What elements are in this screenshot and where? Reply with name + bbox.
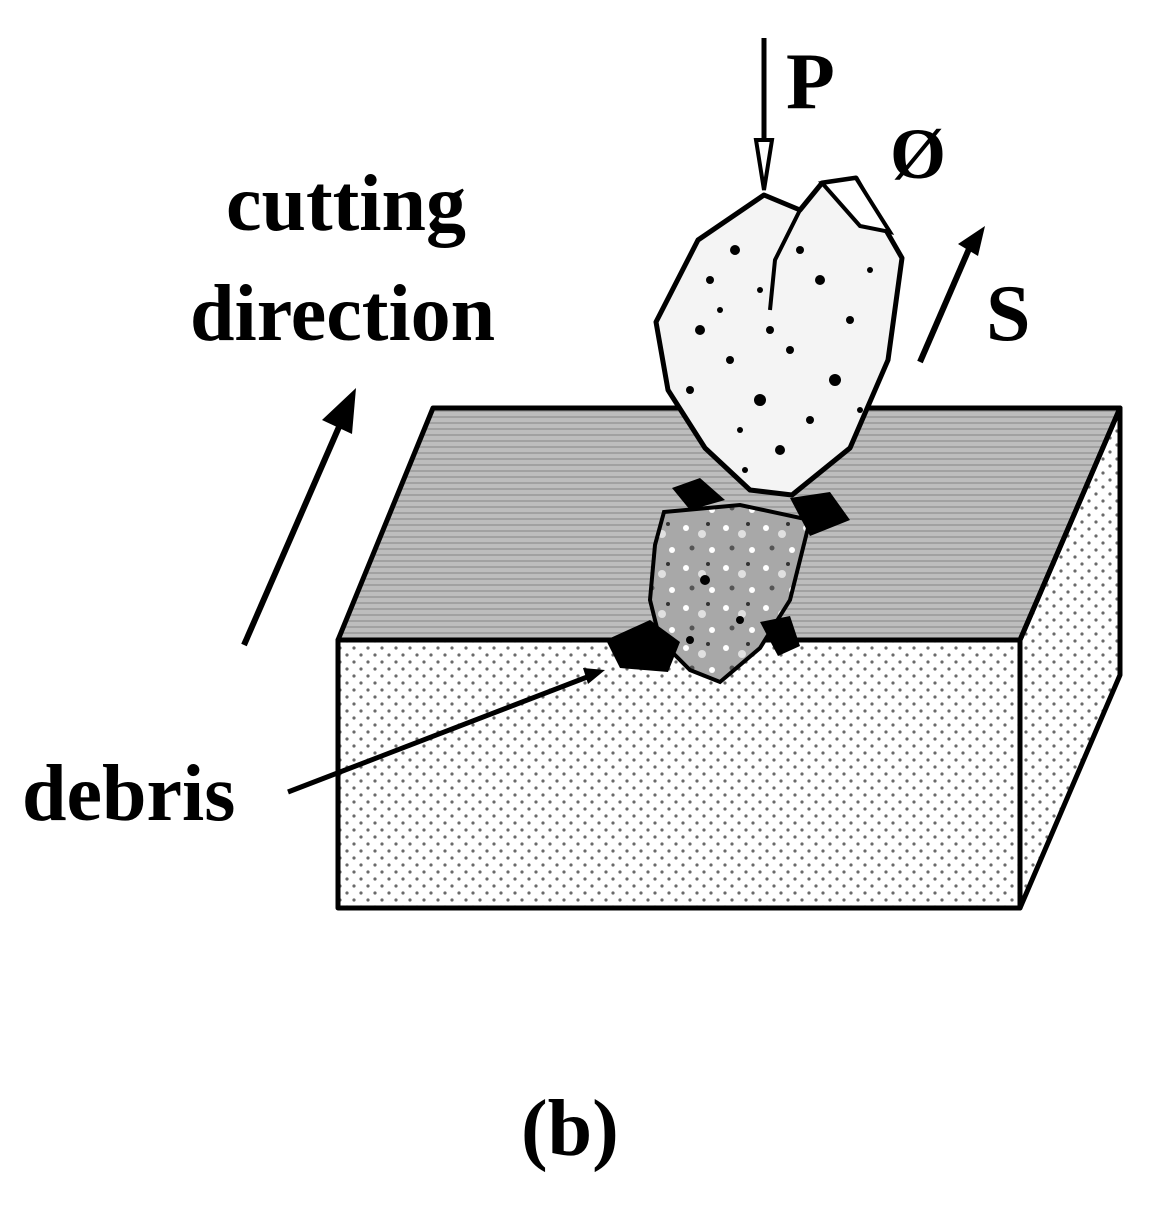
force-label: P [786, 38, 835, 126]
force-arrow [753, 38, 775, 191]
block-side-face [1017, 405, 1123, 911]
block-front-face [335, 637, 1023, 911]
speed-label: S [986, 270, 1031, 358]
abrasive-grain [653, 175, 905, 498]
angle-label: Ø [890, 114, 946, 194]
cutting-direction-arrow [241, 388, 356, 647]
debris-chip [606, 478, 850, 685]
speed-arrow [917, 226, 985, 364]
cutting-direction-label-line1: cutting [226, 160, 466, 248]
cutting-direction-label-line2: direction [190, 270, 495, 358]
debris-leader-line [287, 668, 605, 795]
figure-caption: (b) [521, 1085, 619, 1173]
debris-label: debris [22, 750, 235, 838]
